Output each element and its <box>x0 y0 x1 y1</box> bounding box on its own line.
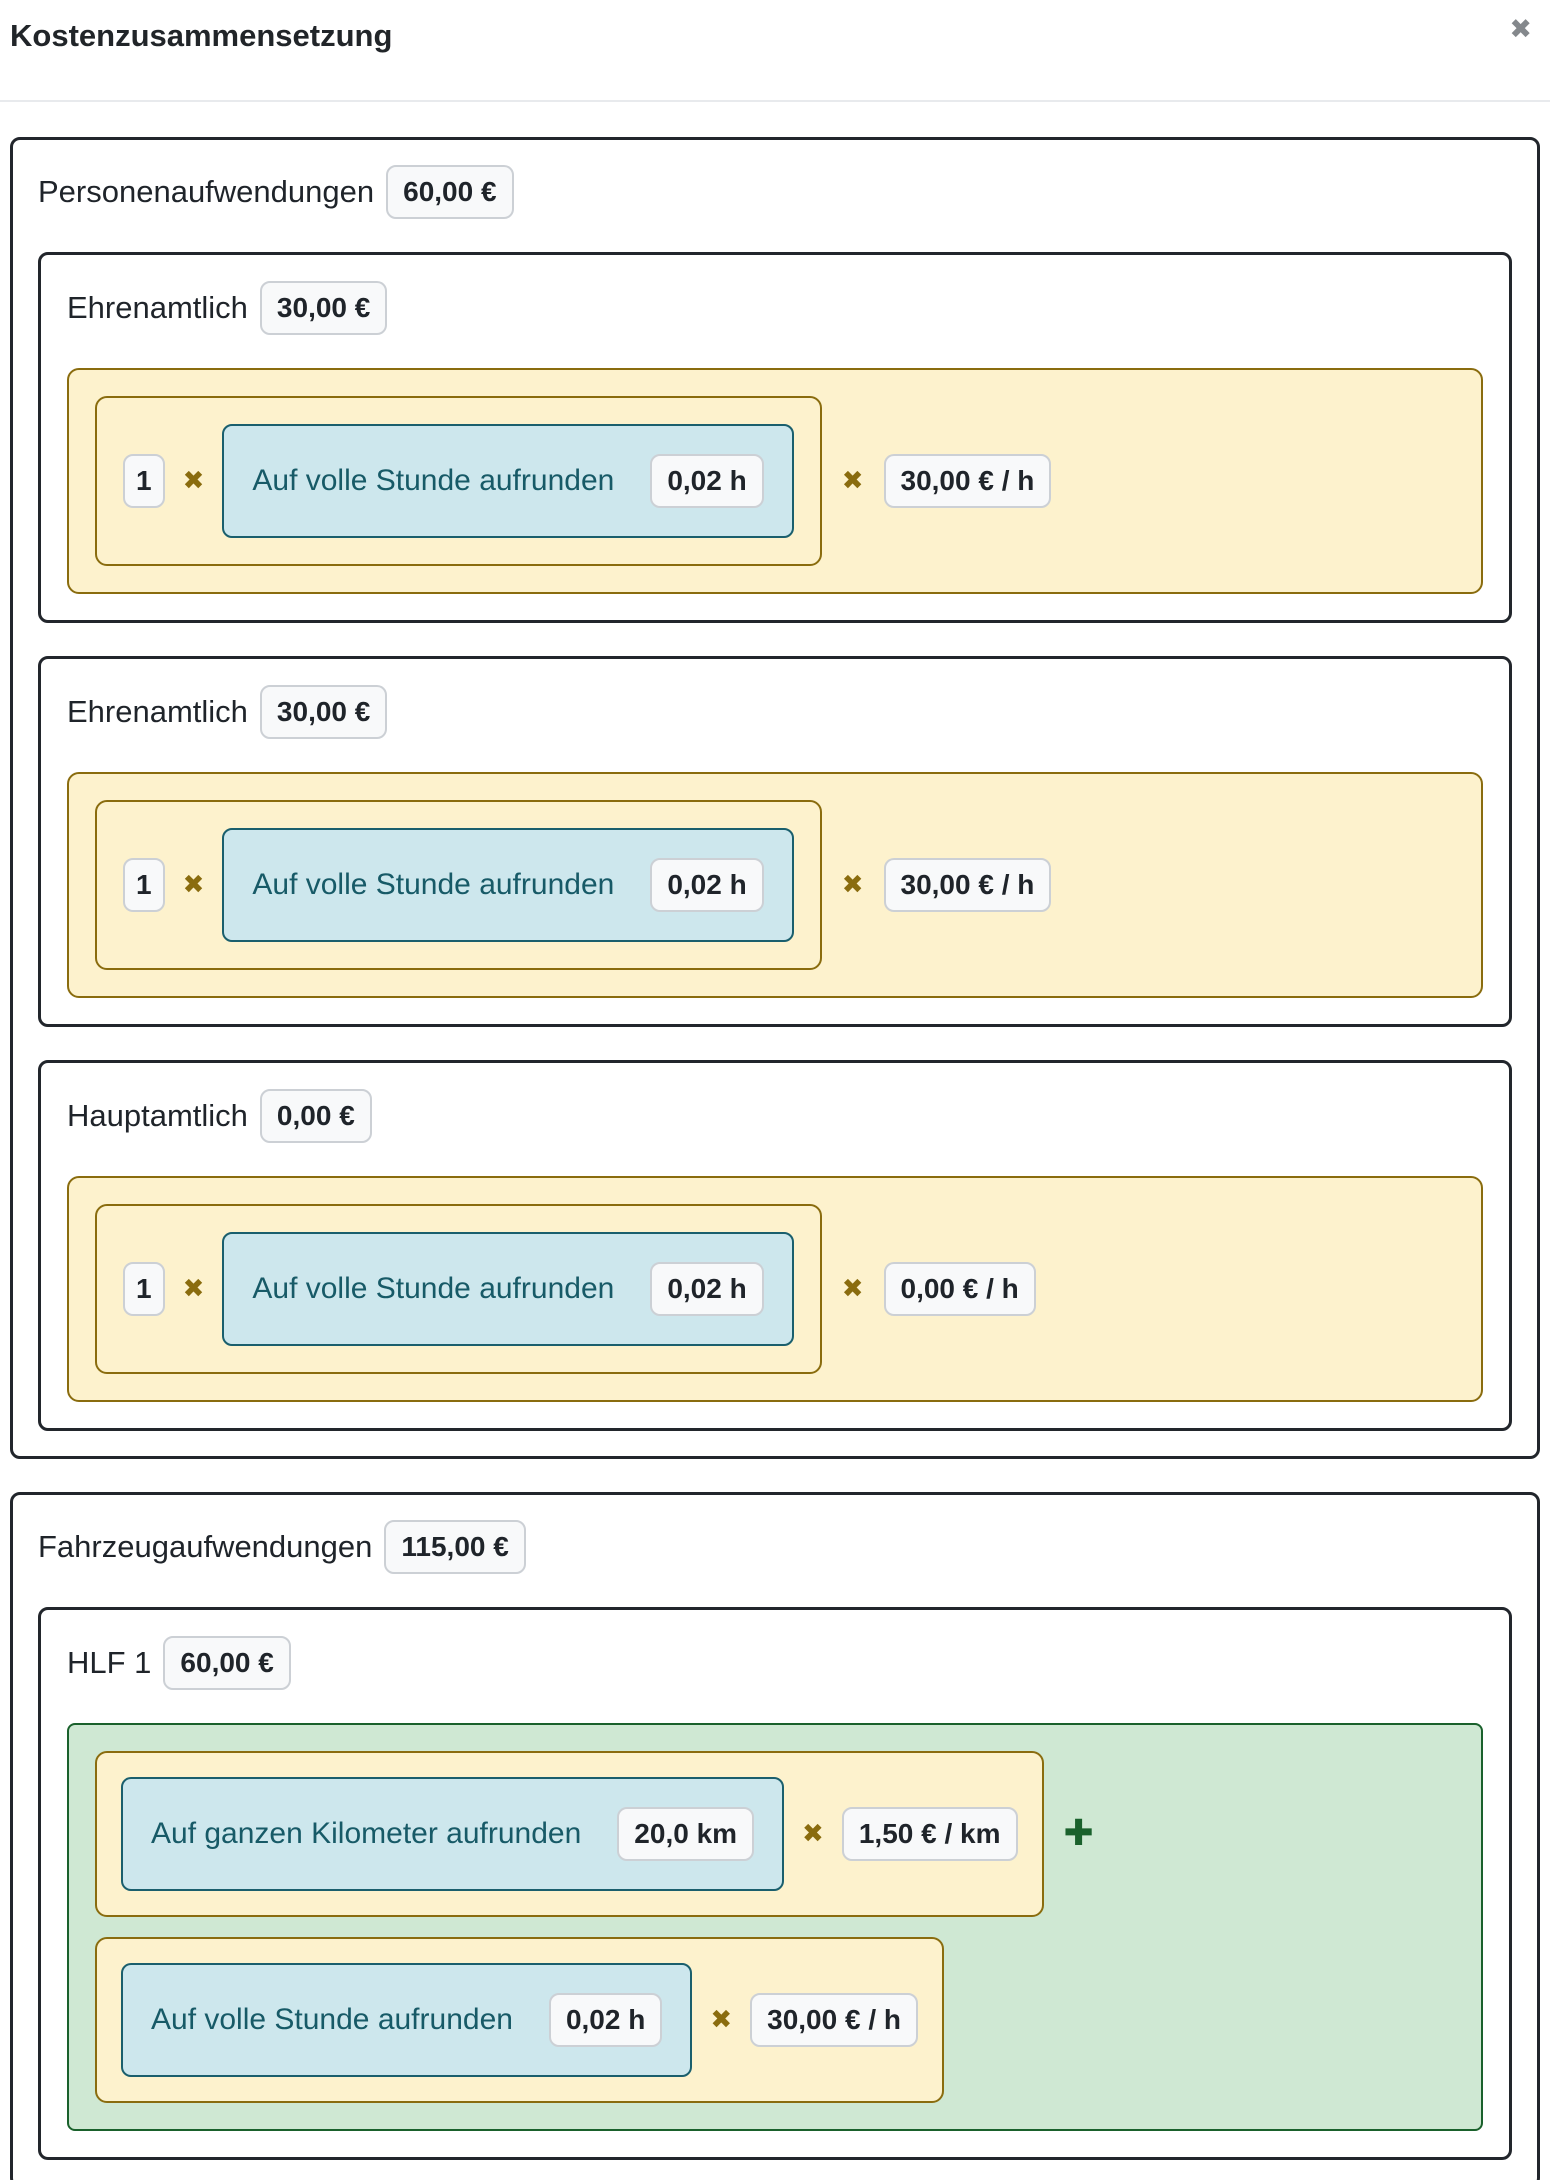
multiplication-subgroup: 1 ✖ Auf volle Stunde aufrunden 0,02 h <box>95 396 822 566</box>
group-box-personnel: Personenaufwendungen 60,00 € Ehrenamtlic… <box>10 137 1540 1459</box>
item-label-row: Ehrenamtlich 30,00 € <box>67 685 1483 739</box>
rounding-box: Auf volle Stunde aufrunden 0,02 h <box>222 424 794 538</box>
multiply-icon: ✖ <box>841 870 864 900</box>
factor-badge: 1 <box>123 1262 165 1316</box>
multiply-icon: ✖ <box>182 1274 205 1304</box>
item-label-row: HLF 1 60,00 € <box>67 1636 1483 1690</box>
cost-item-hauptamtlich: Hauptamtlich 0,00 € 1 ✖ Auf volle Stunde… <box>38 1060 1512 1431</box>
rounding-label: Auf ganzen Kilometer aufrunden <box>151 1817 582 1850</box>
group-label-row: Personenaufwendungen 60,00 € <box>38 165 1512 219</box>
rounded-value-badge: 0,02 h <box>548 1993 663 2047</box>
rounding-box: Auf volle Stunde aufrunden 0,02 h <box>222 828 794 942</box>
multiply-icon: ✖ <box>182 466 205 496</box>
multiply-icon: ✖ <box>710 2005 733 2035</box>
cost-item-ehrenamtlich-1: Ehrenamtlich 30,00 € 1 ✖ Auf volle Stund… <box>38 252 1512 623</box>
factor-badge: 1 <box>123 454 165 508</box>
multiplication-subgroup: 1 ✖ Auf volle Stunde aufrunden 0,02 h <box>95 800 822 970</box>
item-total-badge: 30,00 € <box>259 685 388 739</box>
rounding-label: Auf volle Stunde aufrunden <box>252 1272 615 1305</box>
modal-header: Kostenzusammensetzung ✖ <box>0 0 1550 102</box>
rounded-value-badge: 0,02 h <box>650 858 764 912</box>
group-total-badge: 115,00 € <box>384 1520 526 1574</box>
multiply-icon: ✖ <box>841 466 864 496</box>
rounded-value-badge: 0,02 h <box>650 1262 764 1316</box>
multiply-icon: ✖ <box>841 1274 864 1304</box>
modal-body: Personenaufwendungen 60,00 € Ehrenamtlic… <box>0 102 1550 2180</box>
rate-badge: 30,00 € / h <box>883 858 1052 912</box>
group-label-row: Fahrzeugaufwendungen 115,00 € <box>38 1520 1512 1574</box>
item-label: Ehrenamtlich <box>67 290 248 326</box>
item-total-badge: 60,00 € <box>163 1636 291 1690</box>
factor-badge: 1 <box>123 858 165 912</box>
item-label: Hauptamtlich <box>67 1098 248 1134</box>
multiplication-group: Auf ganzen Kilometer aufrunden 20,0 km ✖… <box>95 1751 1044 1917</box>
multiplication-group: 1 ✖ Auf volle Stunde aufrunden 0,02 h ✖ … <box>67 1176 1483 1402</box>
item-label: HLF 1 <box>67 1645 152 1681</box>
close-icon[interactable]: ✖ <box>1509 14 1532 45</box>
page-title: Kostenzusammensetzung <box>10 18 393 53</box>
multiplication-group: 1 ✖ Auf volle Stunde aufrunden 0,02 h ✖ … <box>67 368 1483 594</box>
rounded-value-badge: 0,02 h <box>650 454 764 508</box>
rate-badge: 30,00 € / h <box>750 1993 918 2047</box>
item-label: Ehrenamtlich <box>67 694 248 730</box>
item-label-row: Ehrenamtlich 30,00 € <box>67 281 1483 335</box>
rate-badge: 1,50 € / km <box>841 1807 1018 1861</box>
rounding-label: Auf volle Stunde aufrunden <box>252 464 615 497</box>
item-label-row: Hauptamtlich 0,00 € <box>67 1089 1483 1143</box>
rounding-label: Auf volle Stunde aufrunden <box>252 868 615 901</box>
group-total-badge: 60,00 € <box>386 165 514 219</box>
multiplication-subgroup: 1 ✖ Auf volle Stunde aufrunden 0,02 h <box>95 1204 822 1374</box>
addition-group: Auf ganzen Kilometer aufrunden 20,0 km ✖… <box>67 1723 1483 2131</box>
rounding-box: Auf volle Stunde aufrunden 0,02 h <box>222 1232 794 1346</box>
plus-icon: ✚ <box>1063 1813 1094 1854</box>
addition-row: Auf volle Stunde aufrunden 0,02 h ✖ 30,0… <box>95 1937 1455 2103</box>
rounding-label: Auf volle Stunde aufrunden <box>151 2003 513 2036</box>
group-label: Fahrzeugaufwendungen <box>38 1529 373 1565</box>
item-total-badge: 30,00 € <box>259 281 388 335</box>
rounded-value-badge: 20,0 km <box>617 1807 755 1861</box>
cost-item-hlf1: HLF 1 60,00 € Auf ganzen Kilometer aufru… <box>38 1607 1512 2160</box>
rounding-box: Auf volle Stunde aufrunden 0,02 h <box>121 1963 693 2077</box>
multiplication-group: 1 ✖ Auf volle Stunde aufrunden 0,02 h ✖ … <box>67 772 1483 998</box>
group-label: Personenaufwendungen <box>38 174 375 210</box>
item-total-badge: 0,00 € <box>259 1089 372 1143</box>
rounding-box: Auf ganzen Kilometer aufrunden 20,0 km <box>121 1777 785 1891</box>
multiply-icon: ✖ <box>182 870 205 900</box>
group-box-vehicles: Fahrzeugaufwendungen 115,00 € HLF 1 60,0… <box>10 1492 1540 2180</box>
multiplication-group: Auf volle Stunde aufrunden 0,02 h ✖ 30,0… <box>95 1937 944 2103</box>
multiply-icon: ✖ <box>802 1819 824 1849</box>
cost-item-ehrenamtlich-2: Ehrenamtlich 30,00 € 1 ✖ Auf volle Stund… <box>38 656 1512 1027</box>
rate-badge: 30,00 € / h <box>883 454 1052 508</box>
rate-badge: 0,00 € / h <box>883 1262 1036 1316</box>
addition-row: Auf ganzen Kilometer aufrunden 20,0 km ✖… <box>95 1751 1455 1917</box>
